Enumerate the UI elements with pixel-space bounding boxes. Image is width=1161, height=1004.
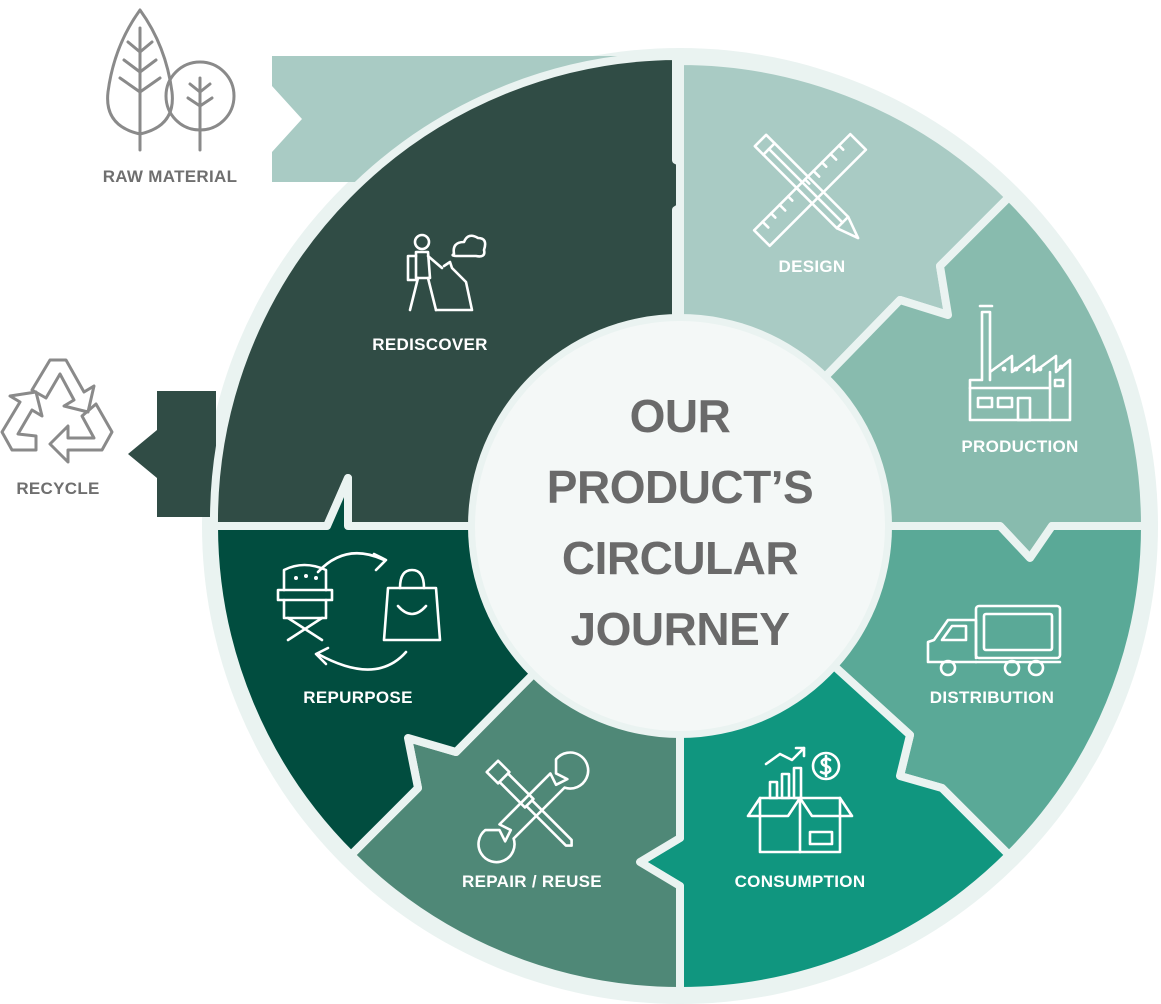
segment-label-design: DESIGN bbox=[779, 257, 846, 276]
center-circle bbox=[475, 321, 885, 731]
segment-label-repair: REPAIR / REUSE bbox=[462, 872, 602, 891]
input-label-recycle: RECYCLE bbox=[16, 479, 99, 498]
center-title-line-4: JOURNEY bbox=[571, 603, 790, 655]
truck-icon bbox=[926, 604, 1062, 677]
input-label-raw-material: RAW MATERIAL bbox=[103, 167, 238, 186]
center-title: OUR PRODUCT’S CIRCULAR JOURNEY bbox=[547, 390, 814, 655]
box-growth-icon bbox=[746, 746, 854, 854]
center-title-line-2: PRODUCT’S bbox=[547, 461, 813, 513]
ruler-pencil-icon bbox=[752, 132, 868, 248]
segment-label-distribution: DISTRIBUTION bbox=[930, 688, 1054, 707]
chair-bag-cycle-icon bbox=[276, 552, 442, 671]
segment-label-production: PRODUCTION bbox=[961, 437, 1078, 456]
wrench-screwdriver-icon bbox=[477, 751, 590, 864]
center-title-line-1: OUR bbox=[630, 390, 731, 442]
trees-icon bbox=[106, 8, 236, 152]
recycle-icon bbox=[0, 358, 114, 464]
segment-label-rediscover: REDISCOVER bbox=[372, 335, 487, 354]
factory-icon bbox=[968, 304, 1072, 422]
segment-label-consumption: CONSUMPTION bbox=[735, 872, 866, 891]
center-title-line-3: CIRCULAR bbox=[562, 532, 798, 584]
segment-label-repurpose: REPURPOSE bbox=[303, 688, 412, 707]
recycle-banner bbox=[128, 391, 216, 517]
hiker-icon bbox=[406, 233, 487, 312]
